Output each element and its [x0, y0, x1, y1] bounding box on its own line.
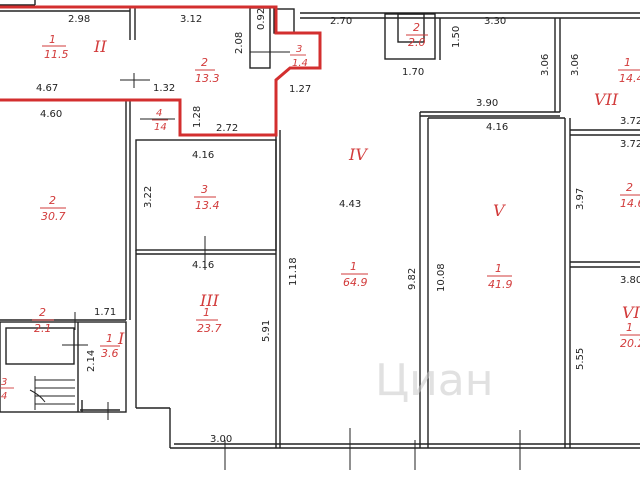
room-top-2-number: 2	[413, 21, 420, 34]
room-II-3-number: 3	[296, 44, 302, 55]
dim-4-16-a: 4.16	[486, 122, 508, 133]
dim-4-16-b: 4.16	[192, 150, 214, 161]
room-left-2-number: 2	[49, 194, 56, 207]
dim-1-70: 1.70	[402, 67, 424, 78]
room-III-roman: III	[199, 291, 220, 310]
room-II-4-area: 14	[154, 122, 167, 133]
room-I-area: 3.6	[101, 347, 119, 360]
room-top-2-area: 2.0	[408, 36, 426, 49]
dim-2-70: 2.70	[330, 16, 352, 27]
dim-2-08: 2.08	[234, 32, 245, 54]
dim-11-18: 11.18	[288, 257, 299, 286]
room-I-number: 1	[106, 332, 113, 345]
room-r-2-area: 14.6	[620, 197, 640, 210]
room-VII-number: 1	[624, 56, 631, 69]
dim-10-08: 10.08	[436, 263, 447, 292]
room-V-roman: V	[493, 201, 506, 220]
watermark-text: Циан	[375, 355, 494, 406]
dim-2-72: 2.72	[216, 123, 238, 134]
dim-3-72-a: 3.72	[620, 116, 640, 127]
room-II-area: 11.5	[44, 48, 69, 61]
stairs	[29, 376, 75, 410]
room-II-number: 1	[49, 33, 56, 46]
dim-1-28: 1.28	[192, 106, 203, 128]
room-VII-area: 14.4	[619, 72, 640, 85]
dim-3-22: 3.22	[143, 186, 154, 208]
room-VI-number: 1	[626, 321, 633, 334]
dim-1-50: 1.50	[451, 26, 462, 48]
wall-ticks	[60, 51, 521, 470]
room-IV-roman: IV	[348, 145, 368, 164]
dim-4-60: 4.60	[40, 109, 62, 120]
dim-1-32: 1.32	[153, 83, 175, 94]
dim-1-27: 1.27	[289, 84, 311, 95]
room-V-number: 1	[495, 262, 502, 275]
room-II-roman: II	[93, 37, 107, 56]
dim-9-82: 9.82	[407, 268, 418, 290]
room-VI-roman: VI	[622, 303, 640, 322]
room-V-area: 41.9	[488, 278, 513, 291]
room-VII-roman: VII	[594, 90, 619, 109]
room-I-2-area: 2.1	[34, 322, 52, 335]
dim-4-67: 4.67	[36, 83, 58, 94]
dim-2-14: 2.14	[86, 350, 97, 372]
dim-3-90: 3.90	[476, 98, 498, 109]
room-r-2-number: 2	[626, 181, 633, 194]
room-III-3-number: 3	[201, 183, 208, 196]
room-stair-area: 4	[1, 391, 7, 402]
dim-3-12: 3.12	[180, 14, 202, 25]
dim-3-97: 3.97	[575, 188, 586, 210]
dim-3-80: 3.80	[620, 275, 640, 286]
dim-5-55: 5.55	[575, 348, 586, 370]
room-left-2-area: 30.7	[41, 210, 66, 223]
room-I-2-number: 2	[39, 306, 46, 319]
dim-0-92: 0.92	[256, 8, 267, 30]
dim-4-43: 4.43	[339, 199, 361, 210]
room-stair-number: 3	[1, 377, 7, 388]
room-III-3-area: 13.4	[195, 199, 220, 212]
dim-4-16-c: 4.16	[192, 260, 214, 271]
room-II-2-number: 2	[201, 56, 208, 69]
room-I-roman: I	[117, 329, 125, 348]
room-II-3-area: 1.4	[292, 58, 308, 69]
room-fractions	[0, 34, 640, 389]
dim-1-71: 1.71	[94, 307, 116, 318]
dim-3-72-b: 3.72	[620, 139, 640, 150]
dim-3-06-b: 3.06	[570, 54, 581, 76]
room-II-2-area: 13.3	[195, 72, 220, 85]
dim-3-30: 3.30	[484, 16, 506, 27]
room-III-number: 1	[203, 306, 210, 319]
room-VI-area: 20.2	[620, 337, 640, 350]
dim-5-91: 5.91	[261, 320, 272, 342]
dim-3-00: 3.00	[210, 434, 232, 445]
highlighted-area-outline	[0, 5, 322, 137]
room-IV-area: 64.9	[343, 276, 368, 289]
room-III-area: 23.7	[197, 322, 222, 335]
dim-3-06-a: 3.06	[540, 54, 551, 76]
dim-2-98: 2.98	[68, 14, 90, 25]
room-IV-number: 1	[350, 260, 357, 273]
room-II-4-number: 4	[156, 108, 162, 119]
